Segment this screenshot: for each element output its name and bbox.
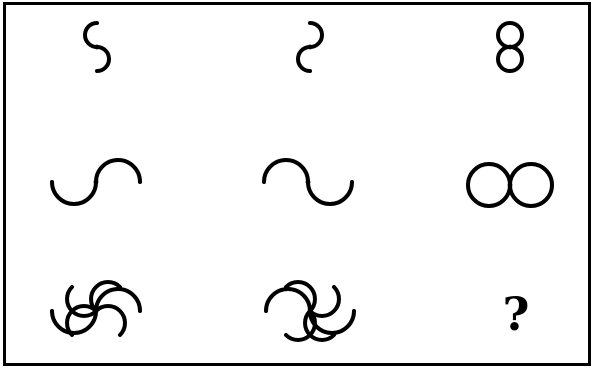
horizontal-wave-icon: [52, 160, 140, 204]
s-curve-icon: [85, 23, 109, 71]
mirrored-four-arm-swirl-icon: [266, 282, 354, 340]
question-mark: ?: [492, 286, 540, 342]
infinity-icon: [468, 164, 552, 206]
mirrored-s-curve-icon: [298, 23, 322, 71]
four-arm-swirl-icon: [52, 282, 140, 335]
figure-eight-icon: [498, 23, 522, 71]
mirrored-horizontal-wave-icon: [264, 160, 352, 204]
